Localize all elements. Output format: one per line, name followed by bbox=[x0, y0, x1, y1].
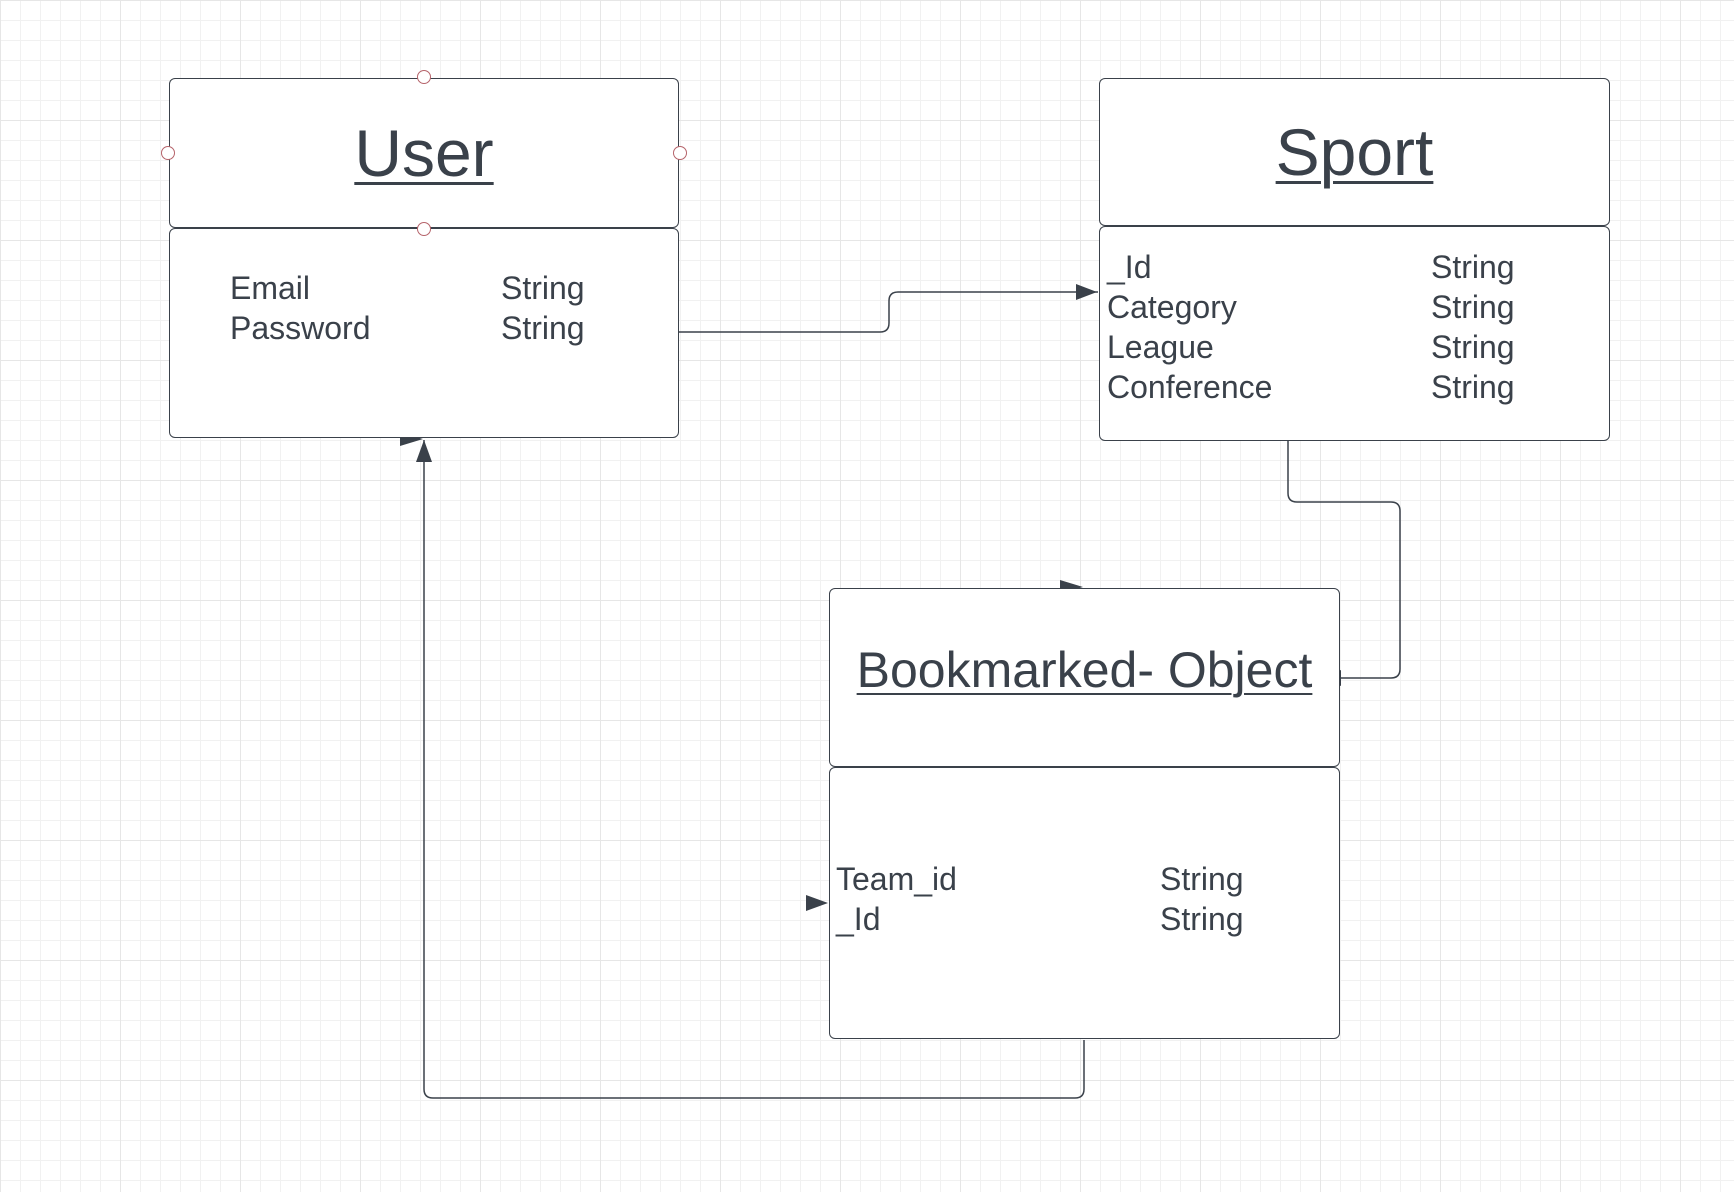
bookmarked-entity-title: Bookmarked- Object bbox=[829, 588, 1340, 751]
arrowhead-bookmarked-left bbox=[806, 895, 828, 911]
sport-field-name-3: Conference bbox=[1107, 369, 1273, 405]
sport-field-type-3: String bbox=[1431, 369, 1515, 405]
bookmarked-entity-body[interactable] bbox=[829, 767, 1340, 1039]
user-field-name-0: Email bbox=[230, 270, 311, 306]
sport-field-type-0: String bbox=[1431, 249, 1515, 285]
user-title-text: User bbox=[354, 116, 494, 190]
selection-handle-bottom[interactable] bbox=[417, 222, 431, 236]
user-entity-title: User bbox=[169, 78, 679, 228]
sport-entity-title: Sport bbox=[1099, 78, 1610, 226]
sport-title-text: Sport bbox=[1275, 115, 1434, 189]
user-field-type-0: String bbox=[501, 270, 585, 306]
user-entity-body[interactable] bbox=[169, 228, 679, 438]
bookmarked-field-name-0: Team_id bbox=[836, 861, 957, 897]
user-field-name-1: Password bbox=[230, 310, 371, 346]
sport-entity-header[interactable] bbox=[1099, 78, 1610, 226]
sport-entity-body[interactable] bbox=[1099, 226, 1610, 441]
selection-handle-left[interactable] bbox=[161, 146, 175, 160]
connector-user-to-sport[interactable] bbox=[679, 291, 1098, 333]
bookmarked-field-type-0: String bbox=[1160, 861, 1244, 897]
selection-handle-right[interactable] bbox=[673, 146, 687, 160]
bookmarked-field-type-1: String bbox=[1160, 901, 1244, 937]
bookmarked-title-text: Bookmarked- Object bbox=[856, 641, 1313, 698]
bookmarked-entity-header[interactable] bbox=[829, 588, 1340, 767]
bookmarked-field-name-1: _Id bbox=[836, 901, 881, 937]
sport-field-name-0: _Id bbox=[1107, 249, 1152, 285]
sport-field-type-2: String bbox=[1431, 329, 1515, 365]
sport-field-name-2: League bbox=[1107, 329, 1214, 365]
sport-field-type-1: String bbox=[1431, 289, 1515, 325]
selection-handle-top[interactable] bbox=[417, 70, 431, 84]
user-field-type-1: String bbox=[501, 310, 585, 346]
sport-field-name-1: Category bbox=[1107, 289, 1237, 325]
